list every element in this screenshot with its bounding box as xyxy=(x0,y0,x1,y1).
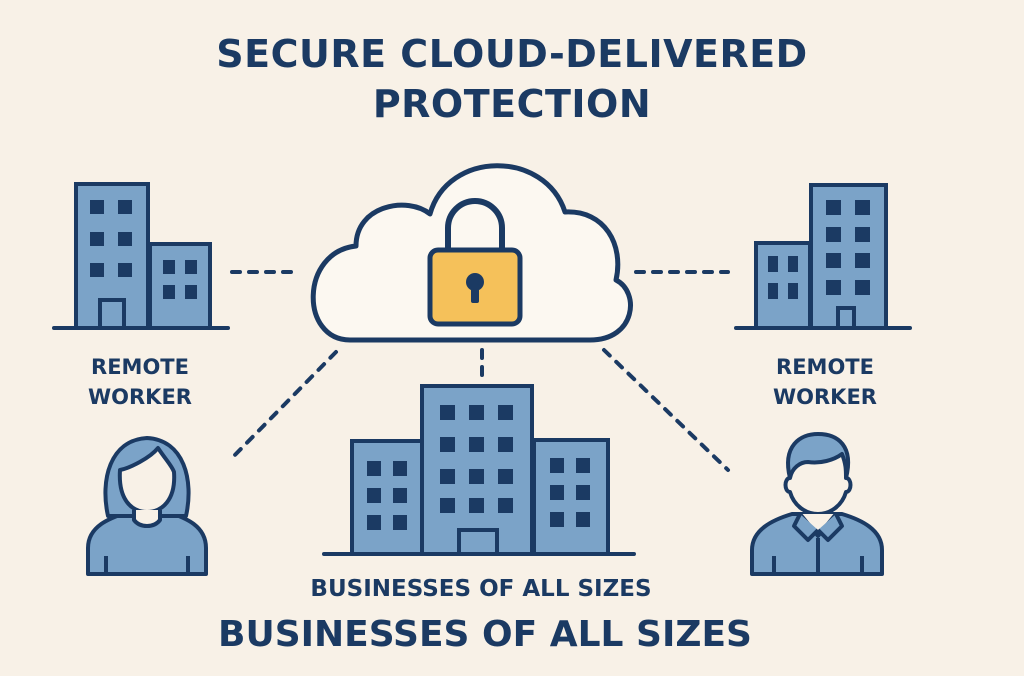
label-line-2: WORKER xyxy=(88,385,192,409)
office-building-icon-left xyxy=(52,182,230,330)
connector-lower-left xyxy=(228,350,338,462)
keyhole xyxy=(466,273,484,291)
businesses-caption-large: BUSINESSES OF ALL SIZES xyxy=(218,614,752,655)
office-building-icon-right xyxy=(734,183,912,330)
cloud-lock-icon xyxy=(310,163,633,343)
label-line-1: REMOTE xyxy=(776,355,874,379)
office-complex-icon xyxy=(322,384,636,556)
title-line-2: PROTECTION xyxy=(372,82,652,126)
keyhole-slot xyxy=(471,284,479,303)
lock-shackle xyxy=(445,198,505,254)
title-line-1: SECURE CLOUD-DELIVERED xyxy=(216,32,808,76)
female-user-icon xyxy=(86,436,208,576)
male-user-icon xyxy=(750,432,884,576)
remote-worker-label-right: REMOTE WORKER xyxy=(745,352,905,412)
label-line-2: WORKER xyxy=(773,385,877,409)
businesses-caption-small: BUSINESSES OF ALL SIZES xyxy=(310,576,652,602)
connector-lower-right xyxy=(602,348,730,472)
remote-worker-label-left: REMOTE WORKER xyxy=(60,352,220,412)
label-line-1: REMOTE xyxy=(91,355,189,379)
